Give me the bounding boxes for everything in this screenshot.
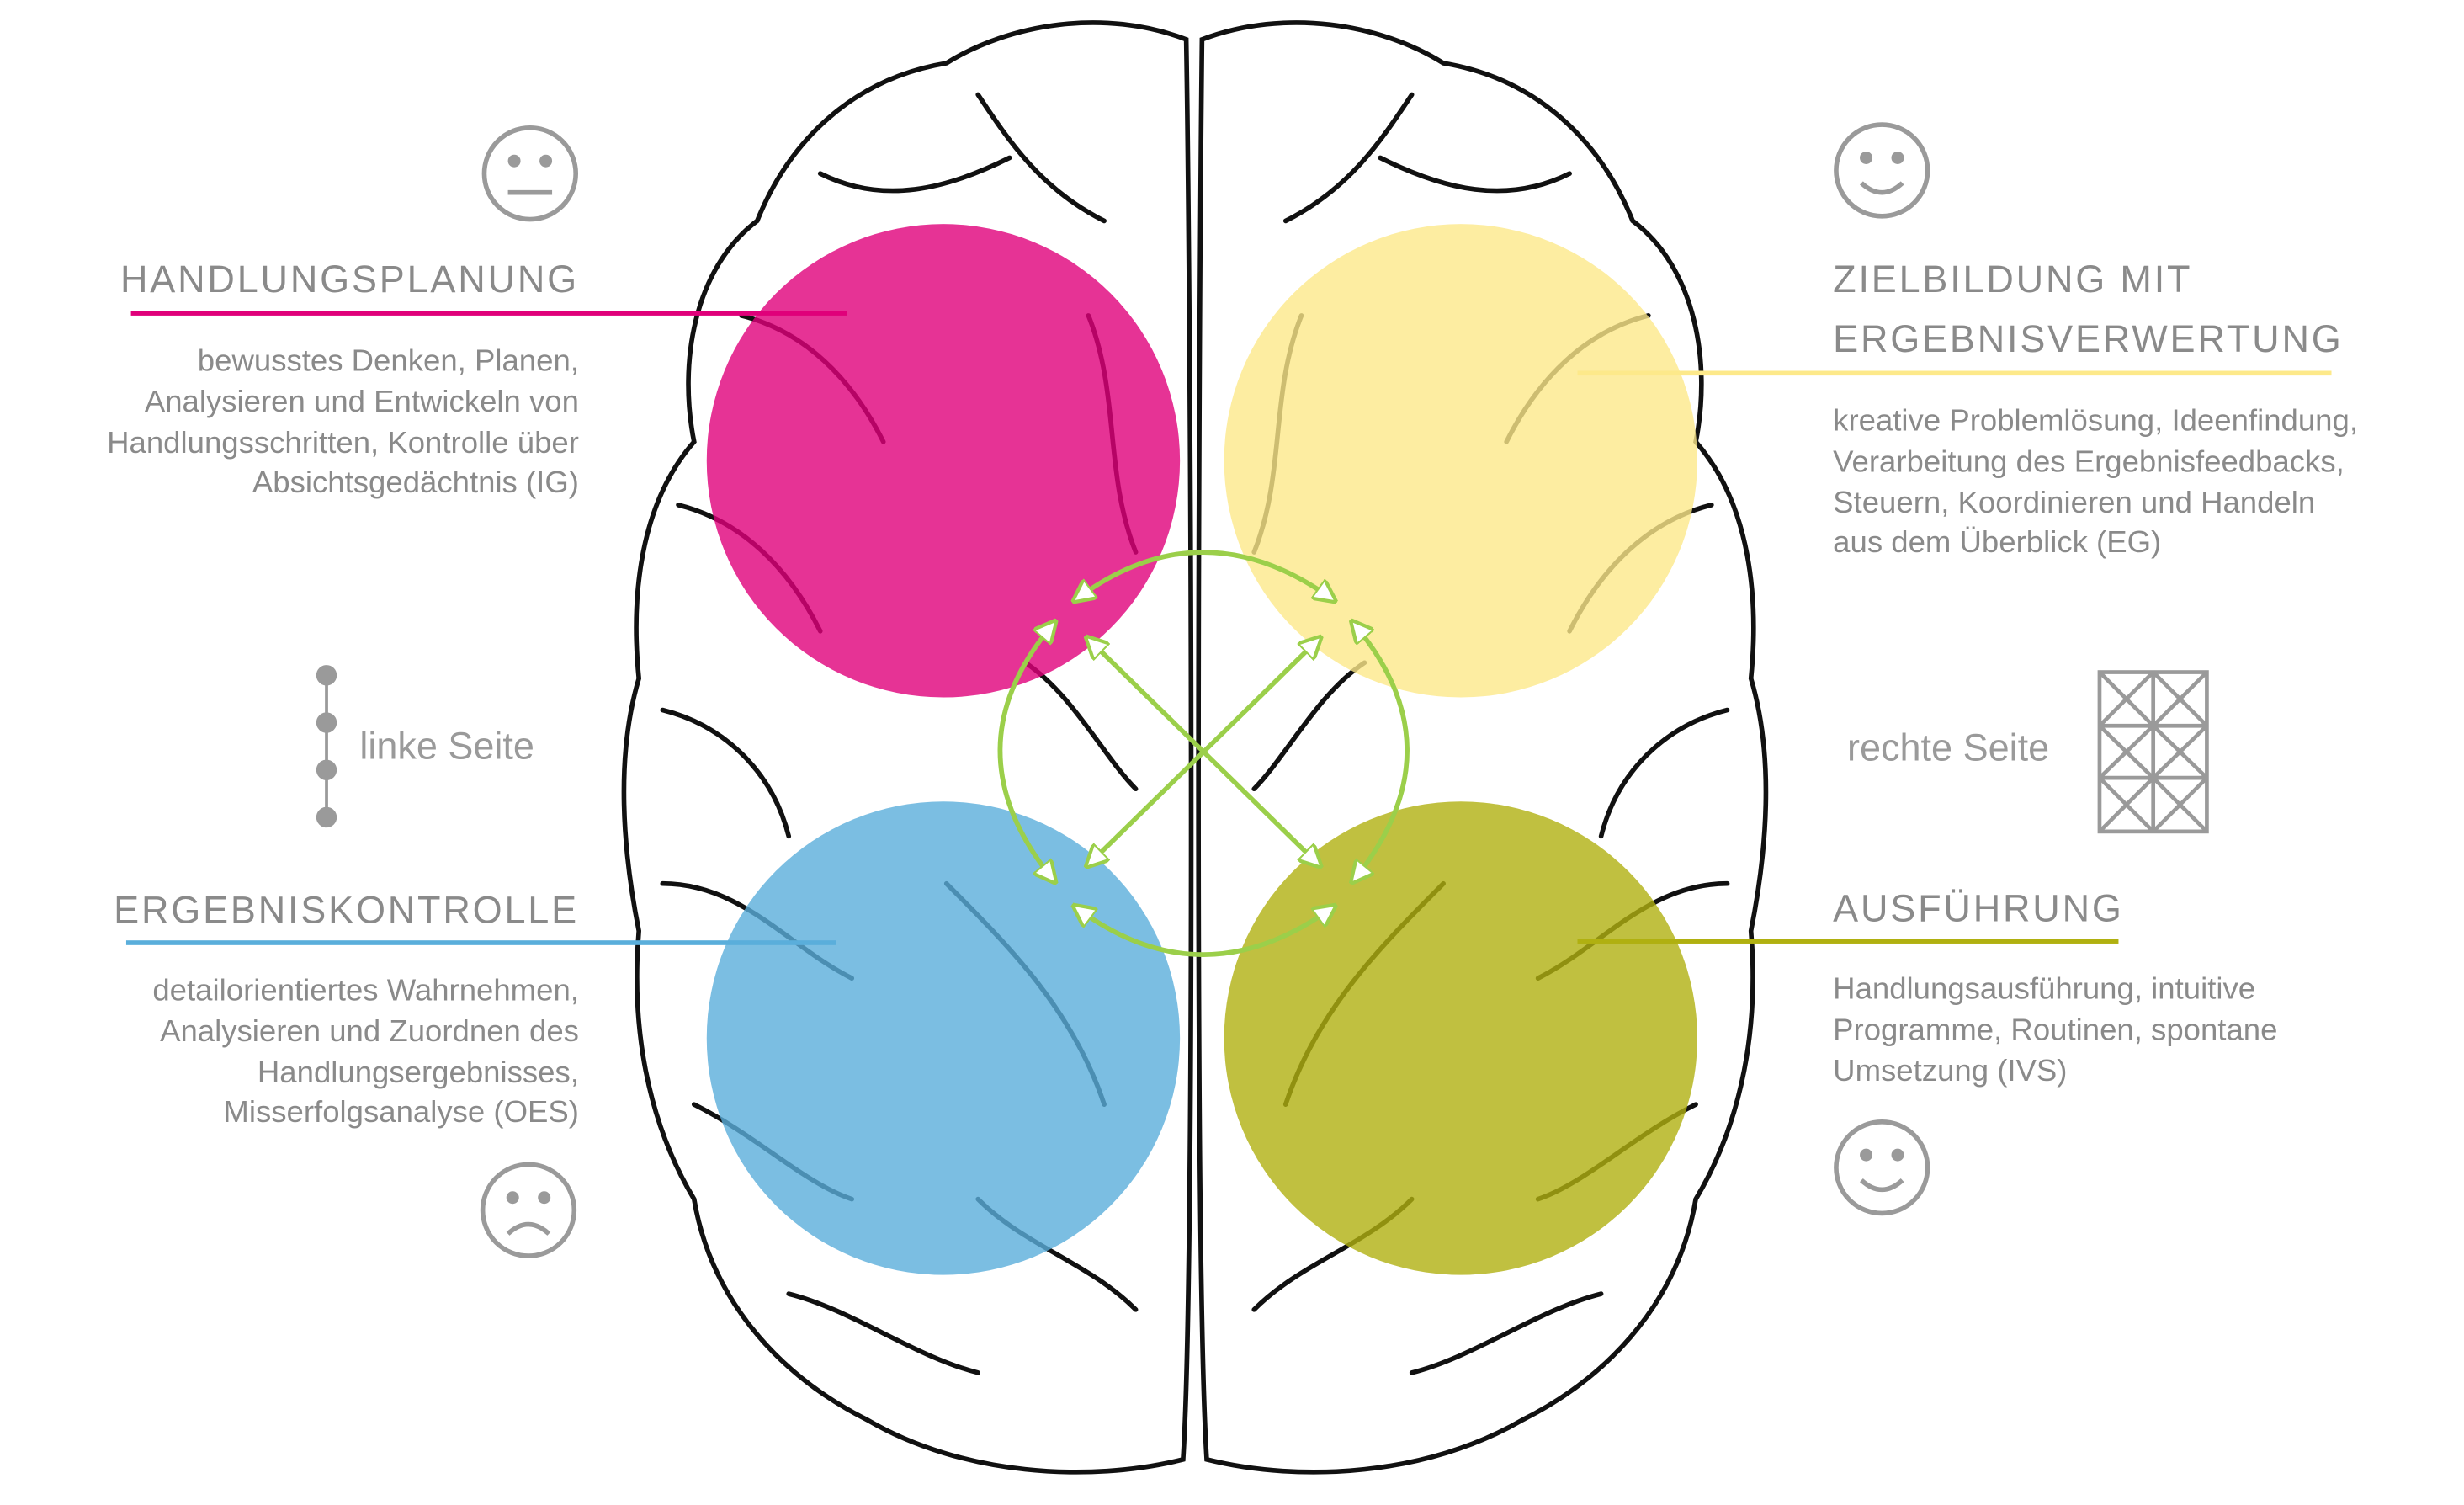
heading-zielbildung-line2: ERGEBNISVERWERTUNG (1833, 318, 2344, 362)
neutral-face-icon (481, 125, 579, 222)
description-line: Umsetzung (IVS) (1833, 1053, 2068, 1088)
description-line: Analysieren und Zuordnen des (160, 1013, 579, 1050)
brain-outline (621, 20, 1769, 1475)
description-ergebniskontrolle: detailorientiertes Wahrnehmen, Analysier… (152, 972, 579, 1135)
description-line: Analysieren und Entwickeln von (144, 384, 579, 420)
description-line: Programme, Routinen, spontane (1833, 1013, 2278, 1048)
right-side-label: rechte Seite (1847, 727, 2050, 770)
description-line: Steuern, Koordinieren und Handeln (1833, 485, 2316, 520)
smiley-face-icon (1834, 122, 1930, 219)
heading-ergebniskontrolle: ERGEBNISKONTROLLE (114, 890, 579, 933)
zielbildung-rule (1577, 370, 2332, 376)
description-line: Misserfolgsanalyse (OES) (223, 1095, 579, 1130)
handlungsplanung-rule (130, 311, 847, 316)
heading-zielbildung-line1: ZIELBILDUNG MIT (1833, 258, 2193, 302)
description-line: bewusstes Denken, Planen, (197, 343, 579, 379)
smiley-face-icon (1834, 1119, 1930, 1216)
ausfuehrung-rule (1577, 939, 2119, 944)
circle-zielbildung (1224, 224, 1697, 698)
sad-face-icon (480, 1162, 577, 1258)
description-line: aus dem Überblick (EG) (1833, 525, 2162, 561)
heading-handlungsplanung: HANDLUNGSPLANUNG (119, 258, 579, 302)
heading-ausfuehrung: AUSFÜHRUNG (1833, 888, 2124, 931)
description-line: Handlungsergebnisses, (257, 1055, 579, 1090)
ergebniskontrolle-rule (125, 940, 836, 945)
description-line: Handlungsausführung, intuitive (1833, 971, 2256, 1007)
description-line: kreative Problemlösung, Ideenfindung, (1833, 403, 2358, 439)
sequential-dots-icon (316, 665, 337, 828)
interaction-arrows (997, 550, 1410, 957)
circle-handlungsplanung (706, 224, 1181, 698)
grid-pattern-icon (2097, 670, 2209, 834)
circle-ausfuehrung (1224, 801, 1697, 1275)
left-side-label: linke Seite (359, 726, 534, 768)
description-handlungsplanung: bewusstes Denken, Planen, Analysieren un… (107, 343, 579, 505)
description-line: Handlungsschritten, Kontrolle über (107, 425, 579, 460)
circle-ergebniskontrolle (706, 801, 1181, 1275)
description-line: Absichtsgedächtnis (IG) (252, 465, 579, 501)
description-zielbildung: kreative Problemlösung, Ideenfindung, Ve… (1833, 402, 2358, 565)
description-line: detailorientiertes Wahrnehmen, (152, 973, 579, 1008)
description-line: Verarbeitung des Ergebnisfeedbacks, (1833, 444, 2345, 480)
description-ausfuehrung: Handlungsausführung, intuitive Programme… (1833, 971, 2277, 1093)
